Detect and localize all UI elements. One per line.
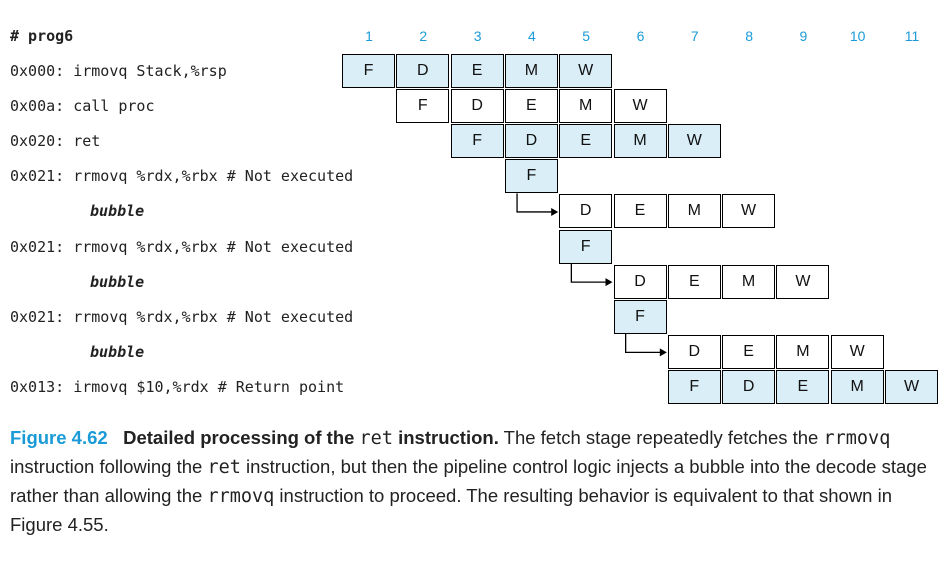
bubble-label: bubble xyxy=(90,202,145,221)
bubble-arrow-head xyxy=(659,348,667,357)
bubble-arrow-head xyxy=(605,278,613,287)
caption-text-2: instruction following the xyxy=(10,456,208,477)
stage-cell-d: D xyxy=(667,334,721,369)
stage-cell-f: F xyxy=(396,89,450,124)
bubble-label: bubble xyxy=(90,342,145,361)
cycle-number: 4 xyxy=(527,28,536,44)
stage-cell-w: W xyxy=(722,194,776,229)
caption-text-3: instruction, but then the pipeline contr… xyxy=(10,456,927,506)
stage-cell-m: M xyxy=(504,54,558,88)
instruction-label: 0x000: irmovq Stack,%rsp xyxy=(10,62,227,80)
bubble-arrow-line xyxy=(516,193,554,213)
stage-cell-f: F xyxy=(559,229,613,264)
caption-text-1: The fetch stage repeatedly fetches the xyxy=(498,427,824,448)
stage-cell-e: E xyxy=(667,264,721,299)
stage-cell-w: W xyxy=(776,264,830,299)
stage-cell-e: E xyxy=(559,124,613,159)
program-title: # prog6 xyxy=(10,27,74,45)
stage-cell-m: M xyxy=(722,264,776,299)
cycle-number: 6 xyxy=(636,28,645,44)
stage-cell-e: E xyxy=(504,89,558,124)
caption-text-4: instruction to proceed. The resulting be… xyxy=(10,485,893,535)
figure-caption: Figure 4.62 Detailed processing of the r… xyxy=(10,424,935,539)
cycle-number: 2 xyxy=(419,28,428,44)
bubble-label: bubble xyxy=(90,272,145,291)
instruction-label: 0x021: rrmovq %rdx,%rbx # Not executed xyxy=(10,167,354,186)
caption-code-3: rrmovq xyxy=(207,486,275,507)
cycle-number: 1 xyxy=(365,28,373,44)
cycle-number: 11 xyxy=(904,28,920,44)
stage-cell-m: M xyxy=(667,194,721,229)
cycle-number: 5 xyxy=(582,28,591,44)
stage-cell-d: D xyxy=(504,124,558,159)
stage-cell-f: F xyxy=(342,54,395,88)
caption-title-pre: Detailed processing of the xyxy=(123,427,360,448)
stage-cell-d: D xyxy=(396,54,450,88)
stage-cell-f: F xyxy=(504,159,558,194)
stage-cell-w: W xyxy=(830,334,884,369)
caption-title-code: ret xyxy=(359,428,393,449)
stage-cell-f: F xyxy=(450,124,504,159)
stage-cell-m: M xyxy=(613,124,667,159)
cycle-number: 8 xyxy=(745,28,753,44)
stage-cell-m: M xyxy=(776,334,830,369)
caption-number: Figure 4.62 xyxy=(10,427,108,448)
stage-cell-d: D xyxy=(722,369,776,404)
stage-cell-e: E xyxy=(722,334,776,369)
bubble-arrow-line xyxy=(625,333,662,353)
cycle-number: 9 xyxy=(799,28,808,44)
stage-cell-f: F xyxy=(613,299,667,334)
instruction-label: 0x021: rrmovq %rdx,%rbx # Not executed xyxy=(10,237,354,256)
stage-cell-w: W xyxy=(885,369,938,404)
stage-cell-e: E xyxy=(776,369,830,404)
cycle-number: 3 xyxy=(473,28,482,44)
caption-code-1: rrmovq xyxy=(823,428,891,449)
instruction-label: 0x00a: call proc xyxy=(10,97,155,116)
stage-cell-f: F xyxy=(667,369,721,404)
stage-cell-w: W xyxy=(559,54,613,88)
stage-cell-d: D xyxy=(450,89,504,124)
stage-cell-d: D xyxy=(559,194,613,229)
cycle-number: 7 xyxy=(690,28,699,44)
instruction-label: 0x013: irmovq $10,%rdx # Return point xyxy=(10,377,345,396)
stage-cell-w: W xyxy=(667,124,721,159)
caption-code-2: ret xyxy=(207,457,241,478)
instruction-label: 0x021: rrmovq %rdx,%rbx # Not executed xyxy=(10,307,354,326)
bubble-arrow-head xyxy=(551,207,559,216)
stage-cell-m: M xyxy=(830,369,884,404)
stage-cell-e: E xyxy=(450,54,504,88)
bubble-arrow-line xyxy=(570,263,608,283)
stage-cell-d: D xyxy=(613,264,667,299)
bubble-arrows xyxy=(516,193,667,357)
stage-cell-m: M xyxy=(559,89,613,124)
instruction-label: 0x020: ret xyxy=(10,132,101,151)
caption-title-post: instruction. xyxy=(392,427,499,448)
stage-cell-e: E xyxy=(613,194,667,229)
cycle-number: 10 xyxy=(849,28,866,44)
stage-cell-w: W xyxy=(613,89,667,124)
